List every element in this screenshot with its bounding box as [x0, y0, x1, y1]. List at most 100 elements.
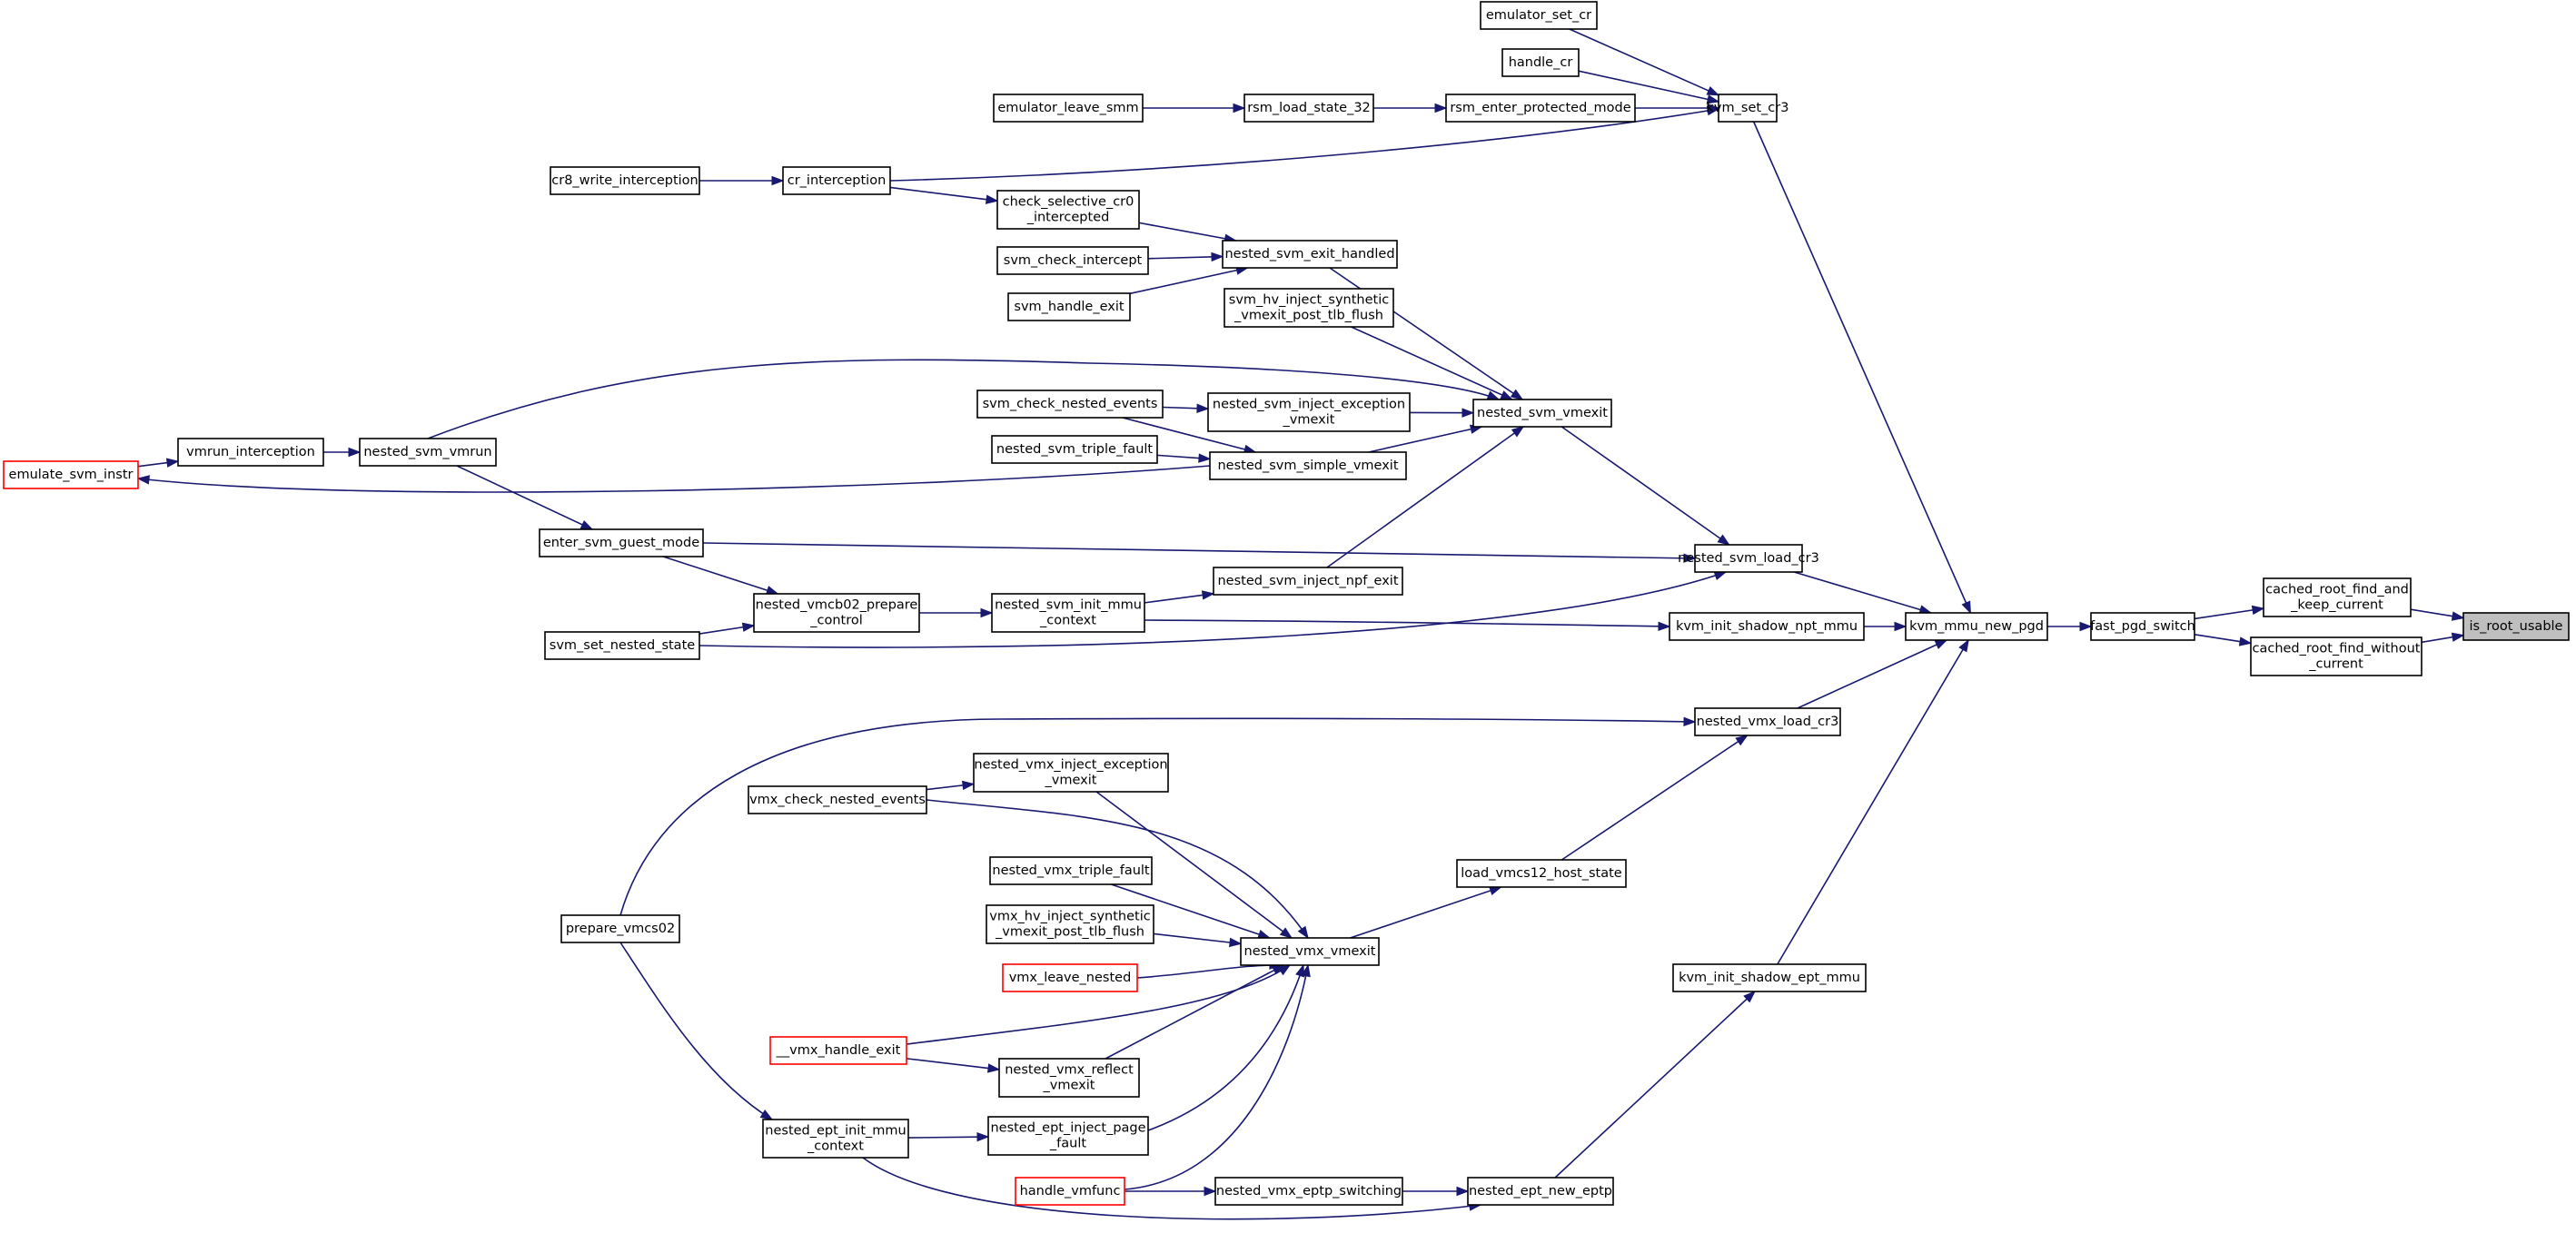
node-box[interactable] [3, 460, 139, 489]
node-kvm-init-shadow-npt-mmu[interactable]: kvm_init_shadow_npt_mmu [1669, 612, 1865, 641]
node-box[interactable] [976, 390, 1164, 419]
node-box[interactable] [1718, 94, 1778, 123]
node-box[interactable] [550, 166, 700, 195]
node-emulator-set-cr[interactable]: emulator_set_cr [1480, 1, 1598, 30]
node-box[interactable] [1209, 451, 1407, 480]
node-handle-vmfunc[interactable]: handle_vmfunc [1015, 1177, 1125, 1206]
node-nested-vmx-vmexit[interactable]: nested_vmx_vmexit [1240, 937, 1380, 966]
node-box[interactable] [973, 753, 1169, 793]
node-box[interactable] [1243, 94, 1374, 123]
node-box[interactable] [544, 631, 700, 660]
node-nested-vmx-load-cr3[interactable]: nested_vmx_load_cr3 [1694, 707, 1841, 736]
node-box[interactable] [989, 856, 1153, 885]
node-box[interactable] [1222, 240, 1398, 269]
node-nested-svm-inject-npf-exit[interactable]: nested_svm_inject_npf_exit [1213, 567, 1403, 596]
node-nested-vmx-eptp-switching[interactable]: nested_vmx_eptp_switching [1214, 1177, 1403, 1206]
node-box[interactable] [2250, 636, 2422, 676]
node-box[interactable] [993, 94, 1144, 123]
node-box[interactable] [1224, 288, 1394, 328]
node-box[interactable] [539, 528, 704, 557]
node-nested-vmx-reflect-vmexit[interactable]: nested_vmx_reflect_vmexit [998, 1058, 1140, 1098]
node-box[interactable] [359, 438, 497, 467]
node-nested-svm-load-cr3[interactable]: nested_svm_load_cr3 [1678, 544, 1819, 573]
node-cached-root-find-and-keep-current[interactable]: cached_root_find_and_keep_current [2263, 577, 2412, 617]
node-svm-hv-inject-synthetic-vmexit-post-tlb-flush[interactable]: svm_hv_inject_synthetic_vmexit_post_tlb_… [1224, 288, 1394, 328]
node-box[interactable] [1467, 1177, 1614, 1206]
node-svm-handle-exit[interactable]: svm_handle_exit [1007, 292, 1131, 321]
node-box[interactable] [1472, 399, 1612, 428]
node-cr8-write-interception[interactable]: cr8_write_interception [550, 166, 700, 195]
node-handle-cr[interactable]: handle_cr [1501, 48, 1580, 77]
node-cr-interception[interactable]: cr_interception [782, 166, 891, 195]
node-box[interactable] [2462, 612, 2570, 641]
node-box[interactable] [986, 904, 1154, 944]
node-prepare-vmcs02[interactable]: prepare_vmcs02 [560, 914, 680, 943]
node-box[interactable] [753, 593, 920, 633]
node-is-root-usable[interactable]: is_root_usable [2462, 612, 2570, 641]
node-nested-svm-vmexit[interactable]: nested_svm_vmexit [1472, 399, 1612, 428]
node-nested-svm-triple-fault[interactable]: nested_svm_triple_fault [991, 435, 1158, 464]
node-box[interactable] [177, 438, 324, 467]
node-box[interactable] [991, 435, 1158, 464]
node-nested-svm-vmrun[interactable]: nested_svm_vmrun [359, 438, 497, 467]
node-emulator-leave-smm[interactable]: emulator_leave_smm [993, 94, 1144, 123]
node-emulate-svm-instr[interactable]: emulate_svm_instr [3, 460, 139, 489]
node-nested-ept-init-mmu-context[interactable]: nested_ept_init_mmu_context [762, 1119, 909, 1159]
node-svm-check-nested-events[interactable]: svm_check_nested_events [976, 390, 1164, 419]
node-box[interactable] [1694, 707, 1841, 736]
node-nested-ept-new-eptp[interactable]: nested_ept_new_eptp [1467, 1177, 1614, 1206]
node-box[interactable] [1905, 612, 2048, 641]
node-kvm-set-cr3[interactable]: kvm_set_cr3 [1707, 94, 1789, 123]
node-box[interactable] [1480, 1, 1598, 30]
node-box[interactable] [1015, 1177, 1125, 1206]
node-nested-svm-simple-vmexit[interactable]: nested_svm_simple_vmexit [1209, 451, 1407, 480]
node-box[interactable] [1007, 292, 1131, 321]
node-kvm-init-shadow-ept-mmu[interactable]: kvm_init_shadow_ept_mmu [1672, 963, 1867, 992]
node-box[interactable] [769, 1036, 907, 1065]
node-kvm-mmu-new-pgd[interactable]: kvm_mmu_new_pgd [1905, 612, 2048, 641]
node-svm-set-nested-state[interactable]: svm_set_nested_state [544, 631, 700, 660]
node-box[interactable] [1669, 612, 1865, 641]
node-rsm-enter-protected-mode[interactable]: rsm_enter_protected_mode [1445, 94, 1636, 123]
node-box[interactable] [1672, 963, 1867, 992]
node-nested-svm-exit-handled[interactable]: nested_svm_exit_handled [1222, 240, 1398, 269]
node-fast-pgd-switch[interactable]: fast_pgd_switch [2090, 612, 2195, 641]
node-vmx-hv-inject-synthetic-vmexit-post-tlb-flush[interactable]: vmx_hv_inject_synthetic_vmexit_post_tlb_… [986, 904, 1154, 944]
node-svm-check-intercept[interactable]: svm_check_intercept [996, 246, 1149, 275]
node-cached-root-find-without-current[interactable]: cached_root_find_without_current [2250, 636, 2422, 676]
node-box[interactable] [2263, 577, 2412, 617]
node-box[interactable] [1207, 392, 1411, 432]
node-nested-vmx-triple-fault[interactable]: nested_vmx_triple_fault [989, 856, 1153, 885]
node-nested-vmx-inject-exception-vmexit[interactable]: nested_vmx_inject_exception_vmexit [973, 753, 1169, 793]
node-box[interactable] [748, 785, 927, 814]
node-box[interactable] [996, 246, 1149, 275]
node-box[interactable] [1240, 937, 1380, 966]
node-check-selective-cr0-intercepted[interactable]: check_selective_cr0_intercepted [996, 190, 1140, 230]
node-nested-svm-inject-exception-vmexit[interactable]: nested_svm_inject_exception_vmexit [1207, 392, 1411, 432]
node-vmx-check-nested-events[interactable]: vmx_check_nested_events [748, 785, 927, 814]
node-box[interactable] [560, 914, 680, 943]
node-box[interactable] [1445, 94, 1636, 123]
node-box[interactable] [782, 166, 891, 195]
node-box[interactable] [998, 1058, 1140, 1098]
node-box[interactable] [1501, 48, 1580, 77]
node-box[interactable] [987, 1116, 1149, 1156]
node-box[interactable] [1213, 567, 1403, 596]
node-rsm-load-state-32[interactable]: rsm_load_state_32 [1243, 94, 1374, 123]
node-vmrun-interception[interactable]: vmrun_interception [177, 438, 324, 467]
node-enter-svm-guest-mode[interactable]: enter_svm_guest_mode [539, 528, 704, 557]
node-box[interactable] [2090, 612, 2195, 641]
node-box[interactable] [991, 593, 1145, 633]
node-box[interactable] [1694, 544, 1803, 573]
node-nested-vmcb02-prepare-control[interactable]: nested_vmcb02_prepare_control [753, 593, 920, 633]
node-box[interactable] [762, 1119, 909, 1159]
node-load-vmcs12-host-state[interactable]: load_vmcs12_host_state [1456, 859, 1627, 888]
node-box[interactable] [1456, 859, 1627, 888]
node-vmx-handle-exit[interactable]: __vmx_handle_exit [769, 1036, 907, 1065]
node-box[interactable] [996, 190, 1140, 230]
node-box[interactable] [1214, 1177, 1403, 1206]
node-nested-svm-init-mmu-context[interactable]: nested_svm_init_mmu_context [991, 593, 1145, 633]
node-vmx-leave-nested[interactable]: vmx_leave_nested [1002, 963, 1138, 992]
node-box[interactable] [1002, 963, 1138, 992]
node-nested-ept-inject-page-fault[interactable]: nested_ept_inject_page_fault [987, 1116, 1149, 1156]
